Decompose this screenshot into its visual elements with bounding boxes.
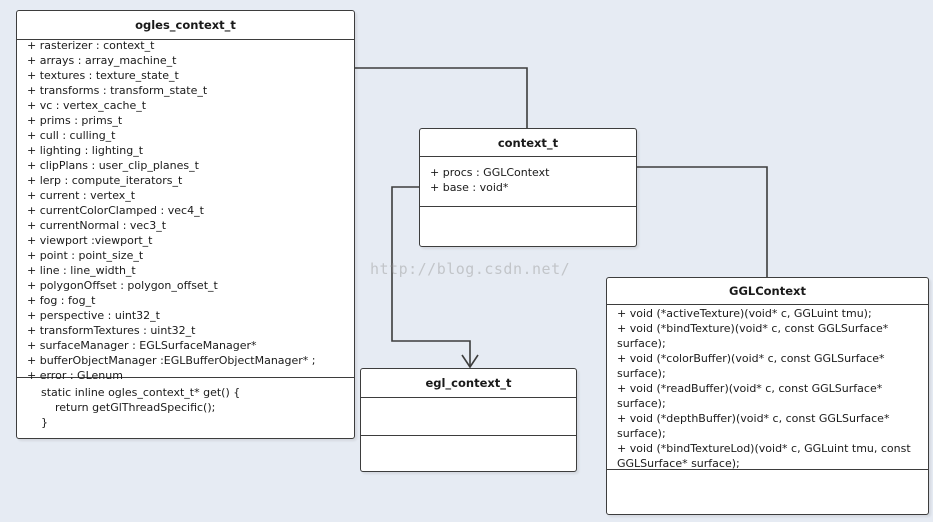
arrowhead-egl xyxy=(461,354,479,369)
class-context-title: context_t xyxy=(420,129,636,157)
operation: + void (*bindTextureLod)(void* c, GGLuin… xyxy=(617,442,911,470)
attribute: + perspective : uint32_t xyxy=(27,309,160,322)
class-egl-context: egl_context_t xyxy=(360,368,577,472)
attribute: + vc : vertex_cache_t xyxy=(27,99,147,112)
attribute: + transforms : transform_state_t xyxy=(27,84,208,97)
class-ogles-context-attributes: + rasterizer : context_t + arrays : arra… xyxy=(17,38,354,382)
attribute: + clipPlans : user_clip_planes_t xyxy=(27,159,199,172)
operation: return getGlThreadSpecific(); xyxy=(55,401,216,414)
attribute: + arrays : array_machine_t xyxy=(27,54,177,67)
link-ogles-to-context xyxy=(354,67,528,129)
attribute: + prims : prims_t xyxy=(27,114,123,127)
attribute: + fog : fog_t xyxy=(27,294,96,307)
class-context: context_t + procs : GGLContext + base : … xyxy=(419,128,637,247)
link-context-to-egl xyxy=(391,186,471,367)
class-ogles-context: ogles_context_t + rasterizer : context_t… xyxy=(16,10,355,439)
class-egl-context-attributes xyxy=(361,398,576,436)
attribute: + error : GLenum xyxy=(27,369,123,382)
operation: + void (*bindTexture)(void* c, const GGL… xyxy=(617,322,889,350)
watermark: http://blog.csdn.net/ xyxy=(370,260,571,278)
class-ogles-context-operations: static inline ogles_context_t* get() { r… xyxy=(17,378,354,430)
attribute: + line : line_width_t xyxy=(27,264,136,277)
attribute: + point : point_size_t xyxy=(27,249,144,262)
operation: + void (*readBuffer)(void* c, const GGLS… xyxy=(617,382,883,410)
attribute: + viewport :viewport_t xyxy=(27,234,153,247)
attribute: + polygonOffset : polygon_offset_t xyxy=(27,279,218,292)
attribute: + cull : culling_t xyxy=(27,129,116,142)
operation: + void (*depthBuffer)(void* c, const GGL… xyxy=(617,412,890,440)
attribute: + currentColorClamped : vec4_t xyxy=(27,204,204,217)
attribute: + currentNormal : vec3_t xyxy=(27,219,167,232)
class-context-attributes: + procs : GGLContext + base : void* xyxy=(420,157,636,207)
attribute: + procs : GGLContext xyxy=(430,166,550,179)
class-ggl-context-title: GGLContext xyxy=(607,278,928,305)
operation: + void (*activeTexture)(void* c, GGLuint… xyxy=(617,307,872,320)
class-ogles-context-title: ogles_context_t xyxy=(17,11,354,40)
link-context-to-ggl xyxy=(636,166,768,279)
attribute: + bufferObjectManager :EGLBufferObjectMa… xyxy=(27,354,316,367)
attribute: + lerp : compute_iterators_t xyxy=(27,174,183,187)
attribute: + transformTextures : uint32_t xyxy=(27,324,196,337)
attribute: + current : vertex_t xyxy=(27,189,136,202)
attribute: + base : void* xyxy=(430,181,509,194)
attribute: + surfaceManager : EGLSurfaceManager* xyxy=(27,339,257,352)
attribute: + lighting : lighting_t xyxy=(27,144,144,157)
attribute: + rasterizer : context_t xyxy=(27,39,155,52)
operation: + void (*colorBuffer)(void* c, const GGL… xyxy=(617,352,885,380)
operation: } xyxy=(41,416,48,429)
class-ggl-context-operations: + void (*activeTexture)(void* c, GGLuint… xyxy=(607,305,928,470)
operation: static inline ogles_context_t* get() { xyxy=(41,386,241,399)
class-ggl-context: GGLContext + void (*activeTexture)(void*… xyxy=(606,277,929,515)
attribute: + textures : texture_state_t xyxy=(27,69,179,82)
class-egl-context-title: egl_context_t xyxy=(361,369,576,398)
